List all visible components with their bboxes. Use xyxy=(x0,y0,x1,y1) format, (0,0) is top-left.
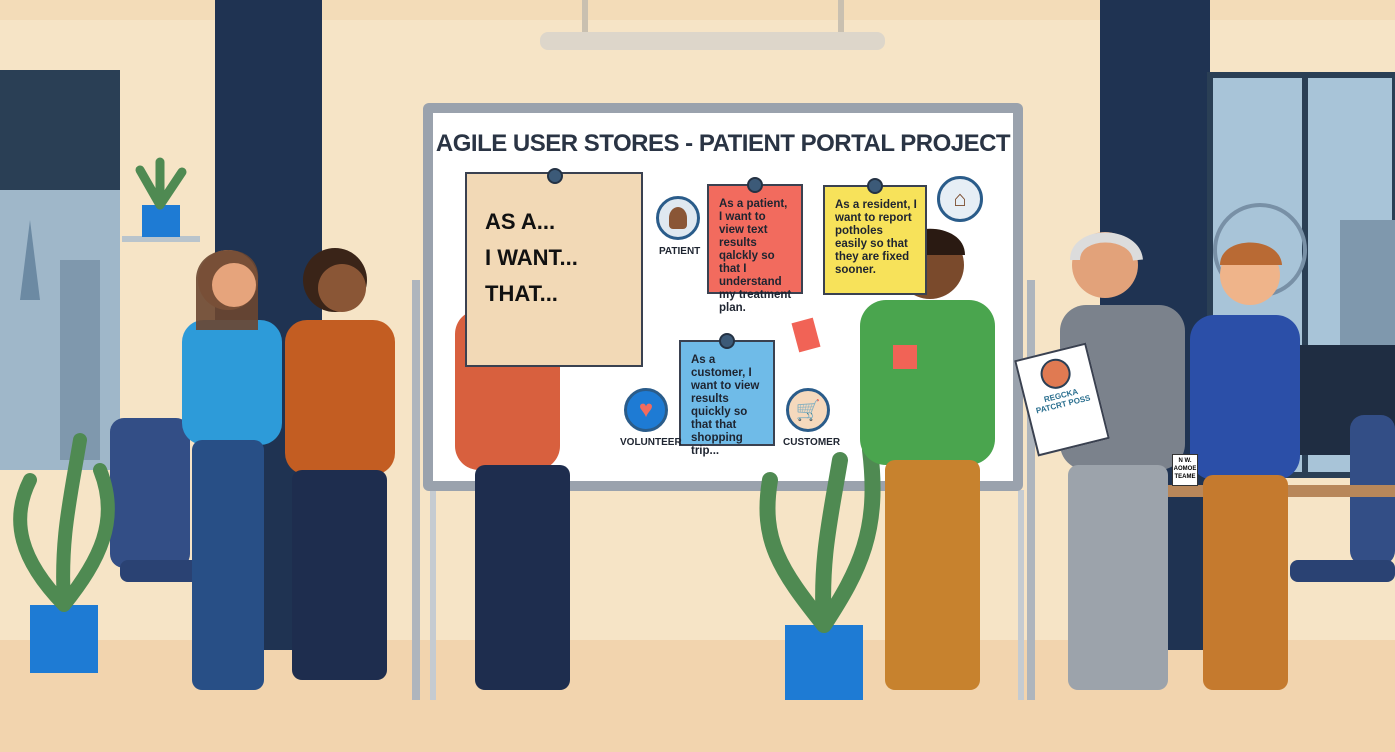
pin-icon xyxy=(867,178,883,194)
sticky-note-resident: As a resident, I want to report potholes… xyxy=(823,178,927,295)
pin-icon xyxy=(547,168,563,184)
patient-avatar-icon xyxy=(656,196,700,240)
persona-label: VOLUNTEER xyxy=(620,437,682,448)
note-text: As a patient, I want to view text result… xyxy=(719,198,792,314)
house-icon: ⌂ xyxy=(937,176,983,222)
board-title: AGILE USER STORES - PATIENT PORTAL PROJE… xyxy=(435,130,1011,157)
persona-label: CUSTOMER xyxy=(783,437,841,448)
shopping-cart-icon: 🛒 xyxy=(786,388,830,432)
sticky-note-patient: As a patient, I want to view text result… xyxy=(707,177,803,314)
note-text: As a customer, I want to view results qu… xyxy=(691,354,760,457)
sticky-note-customer: As a customer, I want to view results qu… xyxy=(679,333,775,457)
note-text: As a resident, I want to report potholes… xyxy=(835,199,917,276)
portrait-icon xyxy=(1037,355,1074,392)
pin-icon xyxy=(747,177,763,193)
big-note-line: AS A... xyxy=(485,209,556,234)
big-sticky-note: AS A... I WANT... THAT... xyxy=(465,168,643,367)
persona-label: PATIENT xyxy=(659,246,701,257)
big-note-line: I WANT... xyxy=(485,245,578,270)
team-mug: N W. AOMOE TEAME xyxy=(1172,454,1198,486)
heart-icon: ♥ xyxy=(624,388,668,432)
pin-icon xyxy=(719,333,735,349)
big-note-line: THAT... xyxy=(485,281,558,306)
